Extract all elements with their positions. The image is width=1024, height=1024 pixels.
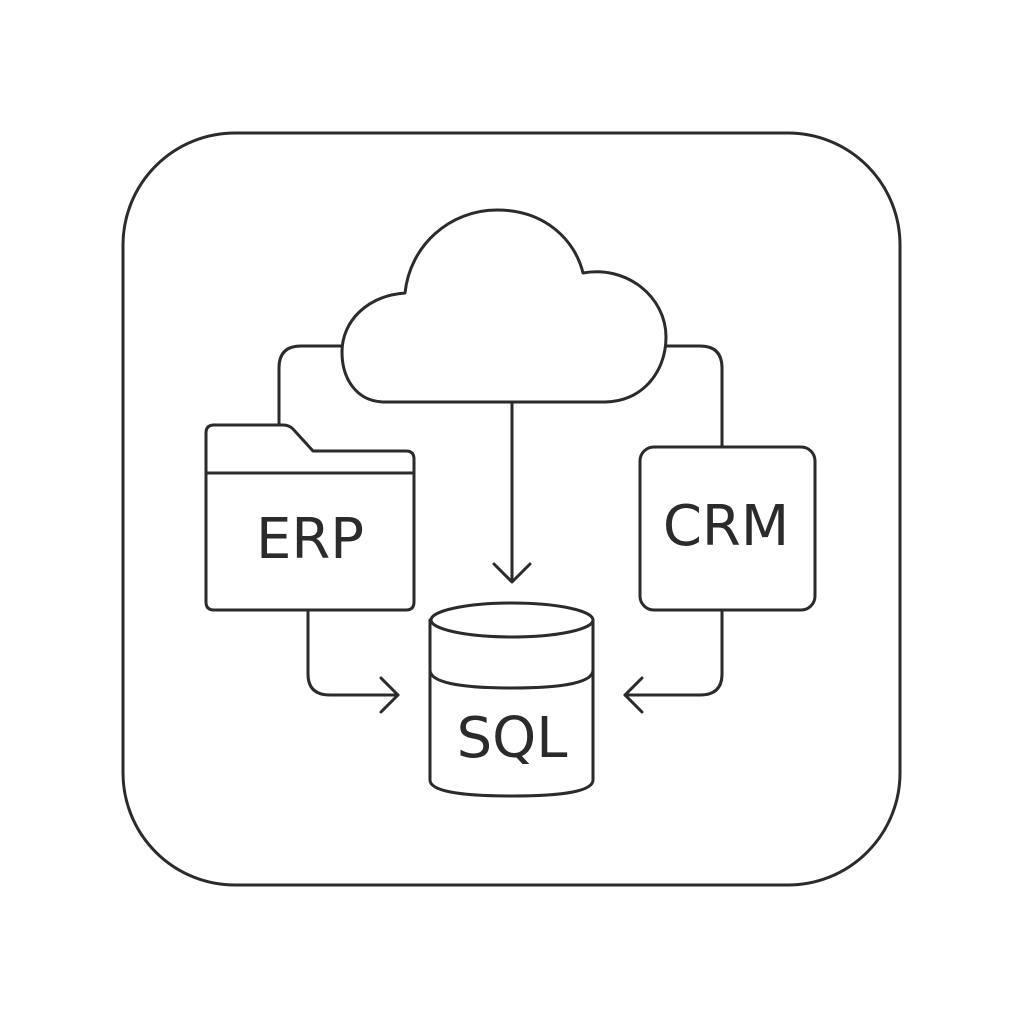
- erp-folder: ERP: [204, 423, 416, 612]
- icon-frame: [121, 131, 902, 887]
- cloud-to-sql-arrow: [492, 400, 532, 584]
- cloud-to-crm-connector: [664, 344, 724, 448]
- erp-to-sql-arrow: [306, 608, 400, 714]
- cloud-to-erp-connector: [277, 344, 344, 427]
- database-icon: [428, 618, 595, 798]
- cloud-icon: [340, 208, 668, 404]
- erp-label: ERP: [256, 507, 364, 572]
- folder-icon: [204, 423, 416, 612]
- crm-box: CRM: [638, 445, 817, 612]
- crm-to-sql-arrow: [623, 608, 724, 714]
- sql-label: SQL: [457, 706, 568, 771]
- sql-database: SQL: [428, 601, 595, 798]
- crm-label: CRM: [663, 494, 789, 559]
